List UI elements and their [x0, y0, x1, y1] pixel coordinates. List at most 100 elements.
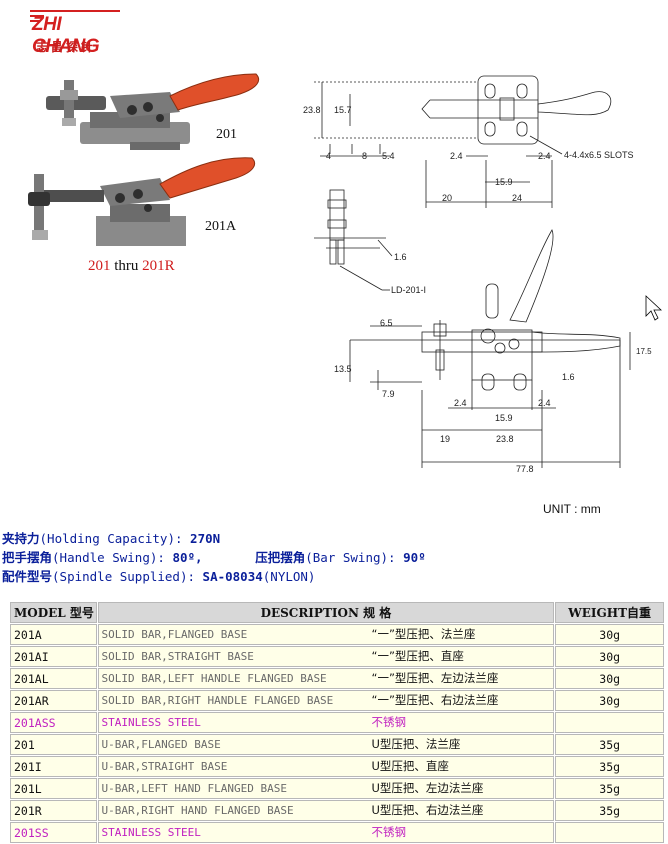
cell-weight: 30g: [555, 668, 664, 689]
cell-description-cn: 不锈钢: [371, 715, 407, 729]
cell-description-cn: 不锈钢: [371, 825, 407, 839]
cell-description-en: U-BAR,RIGHT HAND FLANGED BASE: [101, 804, 294, 817]
cell-description: STAINLESS STEEL 不锈钢: [97, 822, 555, 843]
cell-weight: [555, 822, 664, 843]
spec-swing: 把手摆角(Handle Swing): 80º, 压把摆角(Bar Swing)…: [2, 547, 426, 566]
header-model: MODEL 型号: [10, 602, 97, 623]
dim-23-8-b: 23.8: [496, 434, 514, 444]
table-row: 201R U-BAR,RIGHT HAND FLANGED BASE U型压把、右边…: [10, 800, 664, 821]
dim-2-4-b: 2.4: [538, 151, 551, 161]
bar-value: 90º: [403, 550, 426, 565]
range-to: 201R: [142, 258, 175, 274]
cell-model: 201A: [10, 624, 97, 645]
cell-weight: 30g: [555, 646, 664, 667]
clamp-201a-photo: [28, 157, 256, 246]
cell-description-en: U-BAR,FLANGED BASE: [101, 738, 221, 751]
side-view: [349, 229, 631, 468]
cell-weight: 35g: [555, 734, 664, 755]
technical-drawing: 23.8 15.7 4 8 5.4 2.4 2.4 15.9 20 24 4-4…: [303, 75, 663, 474]
cell-weight: 30g: [555, 690, 664, 711]
dim-15-9: 15.9: [495, 177, 513, 187]
cell-description-cn: U型压把、法兰座: [371, 737, 461, 751]
logo-name: ZHI CHANG: [32, 14, 100, 57]
top-view: [314, 75, 612, 208]
header-weight: WEIGHT自重: [555, 602, 664, 623]
dim-15-7: 15.7: [334, 105, 352, 115]
cell-model: 201AR: [10, 690, 97, 711]
handle-en: (Handle Swing):: [52, 550, 165, 565]
cell-weight: [555, 712, 664, 733]
cell-description: U-BAR,LEFT HAND FLANGED BASE U型压把、左边法兰座: [97, 778, 555, 799]
cell-description: STAINLESS STEEL 不锈钢: [97, 712, 555, 733]
cell-description-cn: U型压把、直座: [371, 759, 449, 773]
cell-description-en: STAINLESS STEEL: [101, 826, 201, 839]
cell-model: 201AL: [10, 668, 97, 689]
cell-description-en: SOLID BAR,LEFT HANDLE FLANGED BASE: [101, 672, 327, 685]
table-row: 201SS STAINLESS STEEL 不锈钢: [10, 822, 664, 843]
cell-description-en: SOLID BAR,RIGHT HANDLE FLANGED BASE: [101, 694, 334, 707]
cell-description: U-BAR,FLANGED BASE U型压把、法兰座: [97, 734, 555, 755]
cell-description: SOLID BAR,RIGHT HANDLE FLANGED BASE “一”型压…: [97, 690, 555, 711]
spindle-value: SA-08034: [202, 569, 263, 584]
model-range-label: 201 thru 201R: [88, 258, 175, 275]
dim-2-4-a: 2.4: [450, 151, 463, 161]
cell-description-en: STAINLESS STEEL: [101, 716, 201, 729]
cell-description-cn: U型压把、左边法兰座: [371, 781, 484, 795]
dim-19: 19: [440, 434, 450, 444]
header-description: DESCRIPTION 规 格: [97, 602, 555, 623]
cell-description-en: U-BAR,LEFT HAND FLANGED BASE: [101, 782, 287, 795]
cell-description: SOLID BAR,STRAIGHT BASE“一”型压把、直座: [97, 646, 555, 667]
cell-description-cn: “一”型压把、右边法兰座: [371, 693, 499, 707]
cell-model: 201AI: [10, 646, 97, 667]
cell-weight: 30g: [555, 624, 664, 645]
dim-8: 8: [362, 151, 367, 161]
top-dim-labels: 23.8 15.7 4 8 5.4 2.4 2.4 15.9 20 24 4-4…: [303, 105, 634, 203]
range-thru: thru: [114, 258, 139, 274]
dim-6-5: 6.5: [380, 318, 393, 328]
spindle-dim: 1.6: [394, 252, 407, 262]
dim-23-8: 23.8: [303, 105, 321, 115]
spec-holding: 夹持力(Holding Capacity): 270N: [2, 528, 220, 547]
logo-stripes: [30, 10, 120, 22]
spindle-en: (Spindle Supplied):: [52, 569, 196, 584]
spindle-detail: [314, 189, 393, 291]
handle-value: 80º,: [172, 550, 203, 565]
dim-17-5: 17.5: [636, 347, 652, 356]
spindle-note: (NYLON): [262, 569, 316, 584]
slots-note: 4-4.4x6.5 SLOTS: [564, 150, 634, 160]
label-201: 201: [216, 127, 237, 142]
cell-description-cn: “一”型压把、法兰座: [371, 627, 476, 641]
cell-model: 201SS: [10, 822, 97, 843]
holding-en: (Holding Capacity):: [39, 531, 183, 546]
logo: ZHI CHANG 志昌探针: [28, 6, 120, 57]
cell-description-en: SOLID BAR,FLANGED BASE: [101, 628, 248, 641]
cell-weight: 35g: [555, 800, 664, 821]
clamp-201-photo: [46, 73, 260, 150]
dim-15-9-b: 15.9: [495, 413, 513, 423]
bar-en: (Bar Swing):: [305, 550, 396, 565]
cell-description-en: U-BAR,STRAIGHT BASE: [101, 760, 228, 773]
cell-description-cn: U型压把、右边法兰座: [371, 803, 484, 817]
dim-4: 4: [326, 151, 331, 161]
cell-description-cn: “一”型压把、直座: [371, 649, 464, 663]
cell-model: 201R: [10, 800, 97, 821]
cell-model: 201I: [10, 756, 97, 777]
cell-description: SOLID BAR,FLANGED BASE “一”型压把、法兰座: [97, 624, 555, 645]
cursor-icon: [645, 295, 663, 321]
range-from: 201: [88, 258, 111, 274]
dim-5-4: 5.4: [382, 151, 395, 161]
cell-model: 201ASS: [10, 712, 97, 733]
holding-value: 270N: [190, 531, 221, 546]
table-row: 201L U-BAR,LEFT HAND FLANGED BASE U型压把、左边法…: [10, 778, 664, 799]
cell-model: 201L: [10, 778, 97, 799]
dim-2-4-c: 2.4: [454, 398, 467, 408]
table-row: 201A SOLID BAR,FLANGED BASE “一”型压把、法兰座 30g: [10, 624, 664, 645]
unit-label: UNIT : mm: [543, 502, 601, 516]
